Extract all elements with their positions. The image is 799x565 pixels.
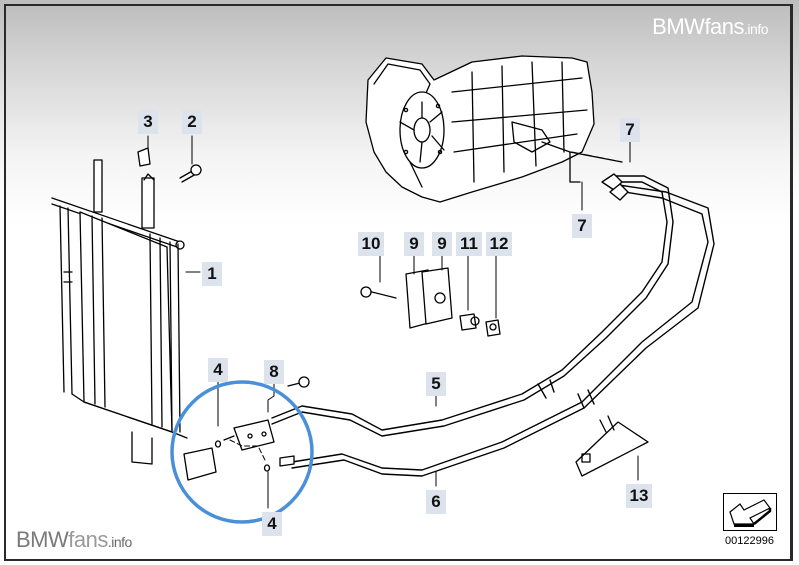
watermark-top: BMWfans.info	[652, 14, 768, 40]
small-parts-illustration	[137, 147, 649, 481]
callout-6[interactable]: 6	[426, 490, 446, 514]
callout-9-left[interactable]: 9	[404, 232, 424, 256]
watermark-bottom: BMWfans.info	[16, 527, 132, 553]
diagram-panel: BMWfans.info	[4, 4, 793, 561]
callout-1[interactable]: 1	[202, 262, 222, 286]
callout-5[interactable]: 5	[426, 372, 446, 396]
highlight-circle	[170, 380, 314, 524]
callout-3[interactable]: 3	[138, 110, 158, 134]
return-arrow-icon[interactable]	[723, 493, 777, 531]
oil-lines-illustration	[271, 173, 715, 477]
transmission-illustration	[365, 55, 623, 203]
watermark-brand2: fans	[704, 14, 745, 39]
callout-8[interactable]: 8	[264, 360, 284, 384]
watermark-tld: .info	[107, 534, 132, 550]
watermark-tld: .info	[744, 21, 768, 37]
watermark-brand: BMW	[16, 527, 69, 552]
callout-12[interactable]: 12	[486, 232, 512, 256]
reference-number: 00122996	[725, 535, 774, 547]
callout-10[interactable]: 10	[358, 232, 384, 256]
callout-7-top[interactable]: 7	[620, 118, 640, 142]
callout-9-right[interactable]: 9	[432, 232, 452, 256]
parts-drawing	[51, 55, 715, 524]
leader-lines	[147, 135, 639, 509]
callout-4-bottom[interactable]: 4	[262, 512, 282, 536]
watermark-brand: BMW	[652, 14, 705, 39]
callout-2[interactable]: 2	[182, 110, 202, 134]
oil-cooler-illustration	[51, 159, 188, 465]
callout-11[interactable]: 11	[456, 232, 482, 256]
arrow-icon-graphic	[729, 499, 772, 527]
callout-4-top[interactable]: 4	[208, 358, 228, 382]
callout-13[interactable]: 13	[626, 484, 652, 508]
watermark-brand2: fans	[68, 527, 108, 552]
callout-7-bottom[interactable]: 7	[572, 214, 592, 238]
